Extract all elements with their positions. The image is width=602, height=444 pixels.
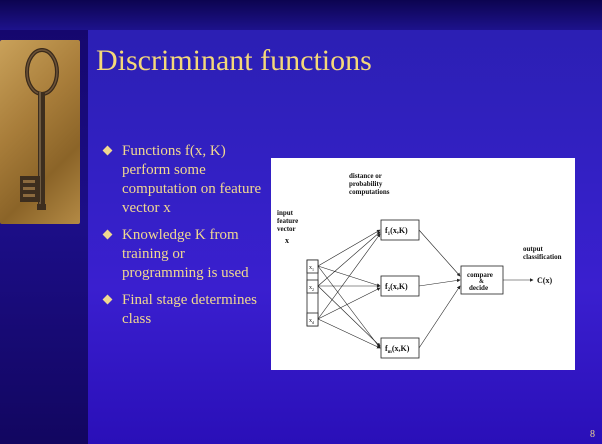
diamond-bullet-icon bbox=[102, 294, 113, 305]
input-label-line: x bbox=[285, 236, 289, 245]
middle-label-line: distance or bbox=[349, 172, 382, 180]
input-label-line: input bbox=[277, 209, 294, 217]
classifier-diagram: input feature vector x distance or proba… bbox=[271, 158, 575, 370]
output-cx: C(x) bbox=[537, 276, 552, 285]
input-x1: x1 bbox=[309, 265, 314, 272]
key-icon bbox=[20, 48, 59, 210]
middle-label-line: probability bbox=[349, 180, 383, 188]
key-image bbox=[0, 40, 80, 224]
compare-decide-box bbox=[460, 265, 504, 295]
function-arrows bbox=[418, 229, 461, 349]
top-band bbox=[0, 0, 602, 30]
function-label-1: f1(x,K) bbox=[385, 226, 408, 237]
page-number: 8 bbox=[590, 429, 595, 440]
output-label-line: classification bbox=[523, 253, 562, 261]
compare-label-line: & bbox=[479, 279, 484, 285]
bullet-list: Functions f(x, K) perform some computati… bbox=[100, 142, 270, 337]
compare-label-line: compare bbox=[467, 271, 493, 279]
function-label-m: fm(x,K) bbox=[385, 344, 410, 355]
input-label-line: vector bbox=[277, 225, 296, 233]
bullet-text: Functions f(x, K) perform some computati… bbox=[122, 143, 262, 216]
bullet-item: Knowledge K from training or programming… bbox=[100, 226, 270, 283]
bullet-text: Final stage determines class bbox=[122, 292, 257, 327]
diamond-bullet-icon bbox=[102, 145, 113, 156]
classifier-diagram-svg: input feature vector x distance or proba… bbox=[277, 172, 562, 359]
input-cell bbox=[306, 312, 319, 327]
input-cell bbox=[306, 279, 319, 294]
slide-title: Discriminant functions bbox=[96, 44, 372, 77]
output-label-line: output bbox=[523, 245, 544, 253]
diamond-bullet-icon bbox=[102, 229, 113, 240]
function-label-2: f2(x,K) bbox=[385, 282, 408, 293]
bullet-text: Knowledge K from training or programming… bbox=[122, 227, 249, 281]
middle-label-line: computations bbox=[349, 188, 390, 196]
bullet-item: Functions f(x, K) perform some computati… bbox=[100, 142, 270, 218]
bullet-item: Final stage determines class bbox=[100, 291, 270, 329]
input-cell bbox=[306, 259, 319, 274]
input-x2: x2 bbox=[309, 285, 314, 292]
compare-label-line: decide bbox=[469, 284, 488, 292]
input-label-line: feature bbox=[277, 217, 298, 225]
input-xd: xd bbox=[309, 318, 314, 325]
input-arrows bbox=[317, 229, 381, 349]
